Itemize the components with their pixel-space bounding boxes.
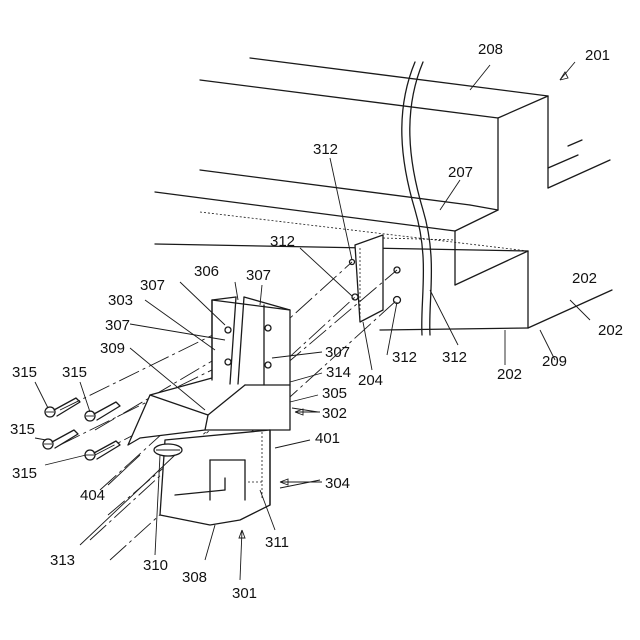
label-307-right: 307 [325, 344, 350, 361]
label-308: 308 [182, 569, 207, 586]
label-312-left: 312 [270, 233, 295, 250]
label-207: 207 [448, 164, 473, 181]
reference-numerals: 201 208 207 312 312 312 312 204 202 202 … [10, 41, 623, 602]
label-307-top-right: 307 [246, 267, 271, 284]
screw-3 [43, 430, 78, 449]
label-209: 209 [542, 353, 567, 370]
label-311: 311 [265, 534, 289, 551]
screw-1 [45, 398, 80, 417]
label-315-a: 315 [12, 364, 37, 381]
label-401: 401 [315, 430, 340, 447]
label-302: 302 [322, 405, 347, 422]
label-315-c: 315 [10, 421, 35, 438]
label-312-right: 312 [442, 349, 467, 366]
label-312-top: 312 [313, 141, 338, 158]
label-208: 208 [478, 41, 503, 58]
label-307-left: 307 [105, 317, 130, 334]
screw-4 [85, 441, 120, 460]
beam-structure [155, 58, 612, 335]
label-202-right: 202 [572, 270, 597, 287]
label-404: 404 [80, 487, 105, 504]
label-301: 301 [232, 585, 257, 602]
label-202-bottom: 202 [598, 322, 623, 339]
label-305: 305 [322, 385, 347, 402]
label-315-d: 315 [12, 465, 37, 482]
label-312-mid: 312 [392, 349, 417, 366]
screws [43, 398, 120, 460]
label-310: 310 [143, 557, 168, 574]
label-307-top-left: 307 [140, 277, 165, 294]
label-314: 314 [326, 364, 351, 381]
label-204: 204 [358, 372, 383, 389]
lower-clamp [154, 430, 270, 525]
label-303: 303 [108, 292, 133, 309]
label-201: 201 [585, 47, 610, 64]
label-313: 313 [50, 552, 75, 569]
label-315-b: 315 [62, 364, 87, 381]
label-304: 304 [325, 475, 350, 492]
label-309: 309 [100, 340, 125, 357]
label-202-front: 202 [497, 366, 522, 383]
label-306: 306 [194, 263, 219, 280]
